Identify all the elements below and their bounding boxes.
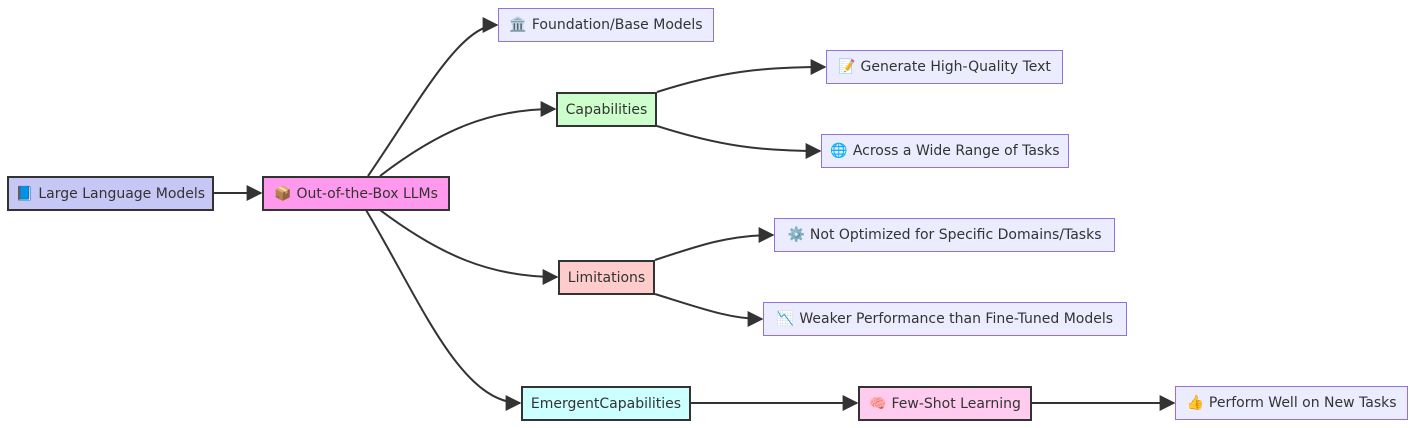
classical-building-icon: 🏛️ (509, 17, 527, 33)
edge-limitations-to-weaker (654, 293, 764, 327)
node-foundation-base-models[interactable]: 🏛️ Foundation/Base Models (498, 8, 714, 42)
node-label: Weaker Performance than Fine-Tuned Model… (799, 311, 1114, 327)
edge-ootb-to-emergent (365, 209, 522, 411)
node-few-shot-learning[interactable]: 🧠 Few-Shot Learning (858, 386, 1032, 421)
node-not-optimized[interactable]: ⚙️ Not Optimized for Specific Domains/Ta… (774, 218, 1115, 252)
node-large-language-models[interactable]: 📘 Large Language Models (7, 176, 214, 211)
edge-limitations-to-notopt (654, 227, 775, 261)
globe-icon: 🌐 (830, 143, 848, 159)
brain-icon: 🧠 (869, 395, 887, 412)
edge-capabilities-to-generate (656, 59, 827, 93)
edge-ootb-to-capabilities (379, 101, 557, 177)
memo-icon: 📝 (838, 59, 856, 75)
node-label: Out-of-the-Box LLMs (296, 185, 438, 202)
node-label: Large Language Models (38, 185, 206, 202)
package-icon: 📦 (274, 185, 292, 202)
node-generate-high-quality-text[interactable]: 📝 Generate High-Quality Text (826, 50, 1063, 84)
node-label: Foundation/Base Models (531, 17, 703, 33)
node-label: Generate High-Quality Text (860, 59, 1051, 75)
node-capabilities[interactable]: Capabilities (556, 92, 657, 127)
node-weaker-performance[interactable]: 📉 Weaker Performance than Fine-Tuned Mod… (763, 302, 1127, 336)
gear-icon: ⚙️ (787, 227, 805, 243)
node-label: Capabilities (565, 101, 648, 118)
node-label: Limitations (567, 269, 646, 286)
thumbs-up-icon: 👍 (1186, 395, 1204, 411)
node-label: EmergentCapabilities (530, 395, 682, 412)
node-label: Across a Wide Range of Tasks (852, 143, 1060, 159)
book-icon: 📘 (15, 185, 34, 202)
node-label: Perform Well on New Tasks (1208, 395, 1397, 411)
edge-ootb-to-foundation (367, 17, 499, 177)
node-out-of-the-box-llms[interactable]: 📦 Out-of-the-Box LLMs (262, 176, 450, 211)
node-label: Few-Shot Learning (891, 395, 1021, 412)
node-across-wide-range-of-tasks[interactable]: 🌐 Across a Wide Range of Tasks (821, 134, 1069, 168)
node-label: Not Optimized for Specific Domains/Tasks (809, 227, 1102, 243)
node-perform-well-on-new-tasks[interactable]: 👍 Perform Well on New Tasks (1175, 386, 1408, 420)
node-limitations[interactable]: Limitations (558, 260, 655, 295)
edge-capabilities-to-across (656, 125, 822, 159)
chart-decreasing-icon: 📉 (776, 311, 795, 327)
node-emergent-capabilities[interactable]: EmergentCapabilities (521, 386, 691, 421)
edge-ootb-to-limitations (379, 209, 559, 285)
